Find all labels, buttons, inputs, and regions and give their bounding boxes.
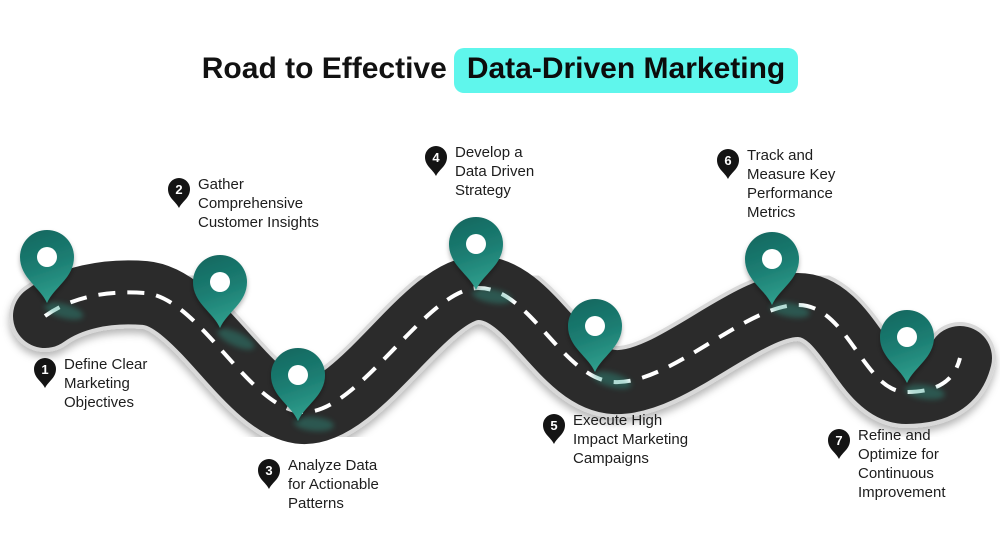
pin-glow bbox=[770, 302, 810, 318]
pin-glow bbox=[294, 416, 334, 432]
pin-glow bbox=[44, 302, 84, 320]
step-item-3: 3 Analyze Data for Actionable Patterns bbox=[257, 457, 427, 513]
page-title-prefix: Road to Effective bbox=[201, 52, 447, 85]
step-number: 3 bbox=[265, 463, 272, 478]
location-pin-icon bbox=[880, 310, 934, 383]
location-pin-icon bbox=[568, 299, 622, 372]
location-pin-icon bbox=[745, 232, 799, 305]
page-title-highlight: Data-Driven Marketing bbox=[453, 48, 799, 93]
step-label: Execute High Impact Marketing Campaigns bbox=[573, 412, 689, 467]
step-label: Analyze Data for Actionable Patterns bbox=[288, 457, 379, 512]
step-item-4: 4 Develop a Data Driven Strategy bbox=[424, 144, 574, 200]
pin-glow bbox=[217, 328, 255, 350]
step-label: Develop a Data Driven Strategy bbox=[455, 144, 535, 199]
step-number: 2 bbox=[175, 182, 182, 197]
step-label: Refine and Optimize for Continuous Impro… bbox=[858, 427, 946, 501]
step-item-6: 6 Track and Measure Key Performance Metr… bbox=[716, 147, 866, 222]
step-number: 4 bbox=[432, 150, 440, 165]
numbered-map-pin-icon: 7 bbox=[828, 429, 850, 459]
step-label: Track and Measure Key Performance Metric… bbox=[747, 147, 836, 221]
pin-glow bbox=[592, 371, 632, 389]
numbered-map-pin-icon: 3 bbox=[258, 459, 280, 489]
numbered-map-pin-icon: 5 bbox=[543, 414, 565, 444]
location-pin-icon bbox=[271, 348, 325, 421]
numbered-map-pin-icon: 6 bbox=[717, 149, 739, 179]
location-pin-icon bbox=[193, 255, 247, 328]
pin-glow bbox=[905, 384, 945, 400]
location-pin-icon bbox=[449, 217, 503, 290]
step-number: 5 bbox=[550, 418, 557, 433]
step-label: Define Clear Marketing Objectives bbox=[64, 356, 148, 411]
step-item-7: 7 Refine and Optimize for Continuous Imp… bbox=[827, 427, 987, 502]
step-item-1: 1 Define Clear Marketing Objectives bbox=[33, 356, 193, 412]
numbered-map-pin-icon: 2 bbox=[168, 178, 190, 208]
numbered-map-pin-icon: 1 bbox=[34, 358, 56, 388]
step-number: 6 bbox=[724, 153, 731, 168]
pin-glow-group bbox=[44, 288, 945, 432]
location-pin-icon bbox=[20, 230, 74, 303]
step-item-5: 5 Execute High Impact Marketing Campaign… bbox=[542, 412, 732, 468]
waypoint-pins bbox=[20, 217, 934, 421]
step-number: 1 bbox=[41, 362, 48, 377]
pin-glow bbox=[472, 288, 512, 304]
step-number: 7 bbox=[835, 433, 842, 448]
step-label: Gather Comprehensive Customer Insights bbox=[198, 176, 319, 231]
step-item-2: 2 Gather Comprehensive Customer Insights bbox=[167, 176, 357, 232]
numbered-map-pin-icon: 4 bbox=[425, 146, 447, 176]
